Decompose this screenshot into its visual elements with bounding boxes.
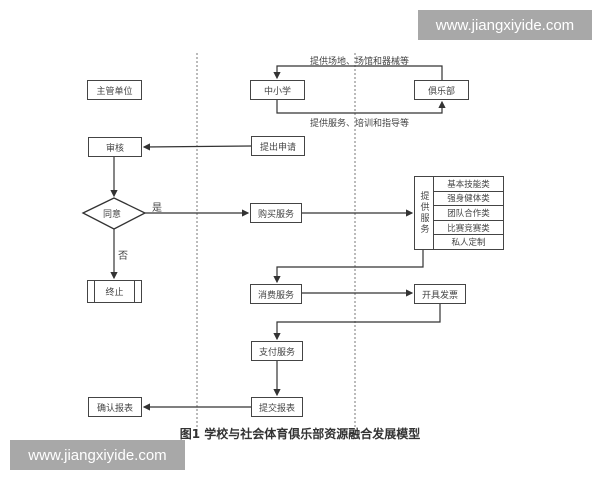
edge-label-yes: 是 — [152, 203, 162, 214]
service-item: 私人定制 — [451, 238, 486, 249]
edge-label-club-to-school: 提供场地、场馆和器械等 — [310, 57, 410, 67]
node-submit-report: 提交报表 — [251, 397, 303, 417]
node-consume: 消费服务 — [250, 284, 302, 304]
edge-label-no: 否 — [118, 251, 128, 262]
node-pay: 支付服务 — [251, 341, 303, 361]
node-invoice: 开具发票 — [414, 284, 466, 304]
watermark-bottom: www.jiangxiyide.com — [10, 440, 185, 470]
service-item: 团队合作类 — [434, 206, 503, 221]
service-item: 比赛竞赛类 — [434, 221, 503, 236]
watermark-top: www.jiangxiyide.com — [418, 10, 592, 40]
decision-diamond — [81, 197, 147, 230]
node-club: 俱乐部 — [414, 80, 469, 100]
node-purchase: 购买服务 — [250, 203, 302, 223]
node-terminate: 终止 — [87, 280, 142, 303]
node-school: 中小学 — [250, 80, 305, 100]
node-agree: 同意 — [103, 210, 122, 220]
node-confirm-report: 确认报表 — [88, 397, 142, 417]
service-item: 强身健体类 — [434, 192, 503, 207]
node-apply: 提出申请 — [251, 136, 305, 156]
service-item: 基本技能类 — [434, 177, 503, 192]
services-title: 提供服务 — [415, 177, 434, 249]
node-review: 审核 — [88, 137, 142, 157]
node-authority: 主管单位 — [87, 80, 142, 100]
edge-label-school-to-club: 提供服务、培训和指导等 — [310, 119, 410, 129]
services-list: 基本技能类 强身健体类 团队合作类 比赛竞赛类 私人定制 — [434, 177, 503, 249]
figure-caption: 图1 学校与社会体育俱乐部资源融合发展模型 — [179, 427, 421, 441]
services-block: 提供服务 基本技能类 强身健体类 团队合作类 比赛竞赛类 私人定制 — [414, 176, 504, 250]
